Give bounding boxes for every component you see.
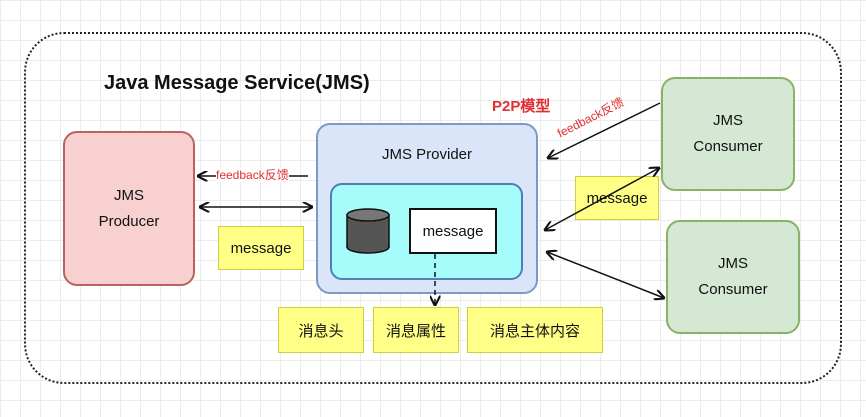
consumer-2-line1: JMS [718,255,748,272]
provider-consumer2-arrow [547,252,664,298]
message-part-header: 消息头 [278,307,364,353]
message-part-body: 消息主体内容 [467,307,603,353]
consumer-2-line2: Consumer [698,281,768,298]
producer-line1: JMS [114,186,144,204]
diagram-title: Java Message Service(JMS) [104,72,370,94]
feedback-label-left: feedback反馈 [216,168,289,182]
provider-consumer1-arrow [545,168,659,230]
consumer-1-line1: JMS [713,112,743,129]
jms-frame [24,32,842,384]
message-label-left: message [218,226,304,270]
message-part-properties: 消息属性 [373,307,459,353]
consumer-box-1: JMS Consumer [661,77,795,191]
producer-box: JMS Producer [63,131,195,286]
provider-label: JMS Provider [381,146,473,163]
producer-line2: Producer [98,212,160,230]
inner-message-box: message [409,208,497,254]
feedback-arrow-right [548,102,661,158]
model-label: P2P模型 [492,98,551,115]
consumer-1-line2: Consumer [693,138,763,155]
consumer-box-2: JMS Consumer [666,220,800,334]
database-icon [346,208,390,254]
